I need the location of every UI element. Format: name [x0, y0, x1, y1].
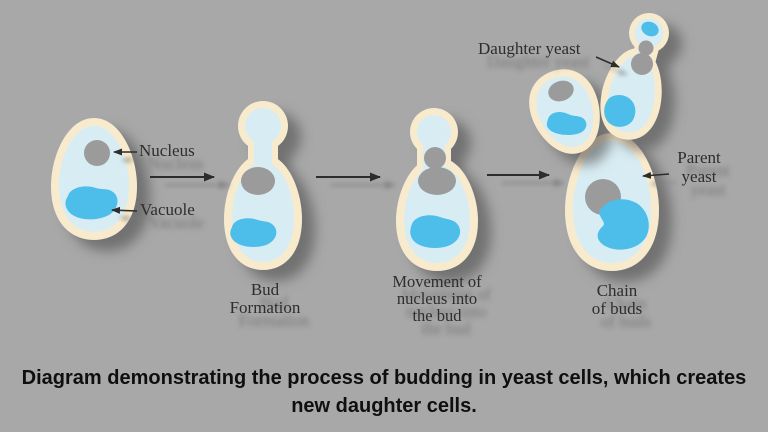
parent-yeast-label: Parent yeast [662, 148, 736, 186]
parent-pointer-icon [642, 171, 670, 179]
vacuole [230, 218, 277, 248]
parent-yeast-cell [565, 133, 659, 271]
parent-yeast-label-line2: yeast [681, 167, 717, 186]
vacuole-label: Vacuole [140, 200, 195, 219]
nucleus-in-bud [638, 40, 654, 56]
daughter-yeast-cell-left [529, 69, 600, 154]
nucleus-in-bud [424, 147, 446, 169]
movement-label-line2: nucleus into [396, 289, 478, 308]
caption: Diagram demonstrating the process of bud… [0, 364, 768, 420]
daughter-pointer-icon [595, 56, 620, 68]
vacuole [546, 111, 587, 135]
nucleus [631, 53, 653, 75]
daughter-yeast-cell-right [600, 13, 669, 140]
parent-yeast-label-line1: Parent [677, 148, 721, 167]
movement-label: Movement of nucleus into the bud [371, 273, 503, 324]
nucleus [548, 80, 574, 102]
budding-diagram [51, 13, 670, 271]
nucleus [241, 167, 275, 195]
yeast-cell-stage3 [396, 108, 478, 271]
movement-label-line3: the bud [412, 306, 462, 325]
nucleus-label: Nucleus [139, 141, 195, 160]
neck-channel [254, 132, 272, 170]
caption-line1: Diagram demonstrating the process of bud… [21, 367, 747, 389]
yeast-cell-stage2 [224, 101, 302, 270]
bud-vacuole [641, 21, 659, 37]
chain-of-buds-label-line1: Chain [596, 281, 638, 300]
daughter-yeast-label: Daughter yeast [478, 39, 581, 58]
vacuole [597, 199, 649, 250]
bud-formation-label: Bud Formation [212, 281, 318, 317]
caption-line2: new daughter cells. [291, 395, 477, 417]
nucleus [84, 140, 110, 166]
vacuole [604, 95, 636, 127]
bud-formation-label-line1: Bud [250, 280, 280, 299]
nucleus [418, 167, 456, 195]
vacuole-pointer-icon [111, 206, 138, 214]
yeast-cell-stage1 [51, 118, 137, 240]
chain-of-buds-label: Chain of buds [566, 282, 668, 318]
bud-formation-label-line2: Formation [229, 298, 301, 317]
movement-label-line1: Movement of [392, 272, 482, 291]
chain-of-buds-label-line2: of buds [591, 299, 643, 318]
vacuole [410, 215, 461, 248]
vacuole [65, 186, 118, 220]
